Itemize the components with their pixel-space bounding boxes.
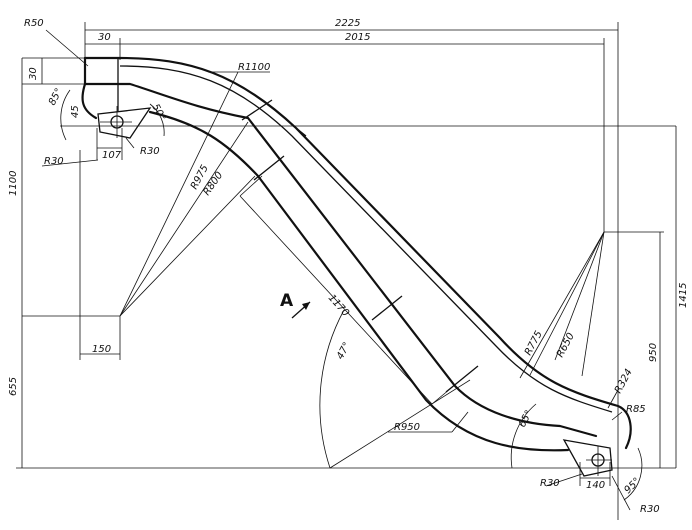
r1100-label: R1100	[238, 62, 270, 73]
dim-30-left-label: 30	[28, 67, 39, 80]
r30-bottom2-label: R30	[640, 504, 660, 515]
dim-150-label: 150	[92, 344, 111, 355]
bottom-bracket	[562, 439, 613, 477]
angle-47-label: 47°	[335, 341, 353, 362]
r650-label: R650	[555, 331, 577, 359]
dim-1415-label: 1415	[678, 283, 689, 308]
angle-arcs	[60, 89, 643, 501]
r30-bottom-label: R30	[540, 478, 560, 489]
dim-1100-label: 1100	[8, 171, 19, 196]
view-a-arrow	[291, 301, 311, 319]
dim-140-label: 140	[586, 480, 605, 491]
r85-label: R85	[626, 404, 646, 415]
angle-65-label: 65°	[517, 409, 535, 430]
r30-left-label: R30	[44, 156, 64, 167]
dim-45-label: 45	[70, 105, 81, 118]
r324-label: R324	[613, 367, 635, 395]
view-a-label: A	[280, 291, 294, 311]
dim-2225-label: 2225	[335, 18, 360, 29]
angle-85-label: 85°	[47, 87, 65, 108]
dim-655-label: 655	[8, 377, 19, 396]
dim-950-label: 950	[648, 343, 659, 362]
r950-label: R950	[394, 422, 420, 433]
dim-107-label: 107	[102, 150, 122, 161]
dim-30-top-label: 30	[98, 32, 111, 43]
top-bracket	[97, 107, 152, 139]
dim-1170-lines	[239, 175, 457, 405]
r30-left2-label: R30	[140, 146, 160, 157]
dim-2015-label: 2015	[345, 32, 370, 43]
radius-leaders	[41, 71, 631, 511]
conveyor-body	[81, 56, 632, 452]
dimension-lines	[16, 22, 677, 520]
r50-label: R50	[24, 18, 44, 29]
